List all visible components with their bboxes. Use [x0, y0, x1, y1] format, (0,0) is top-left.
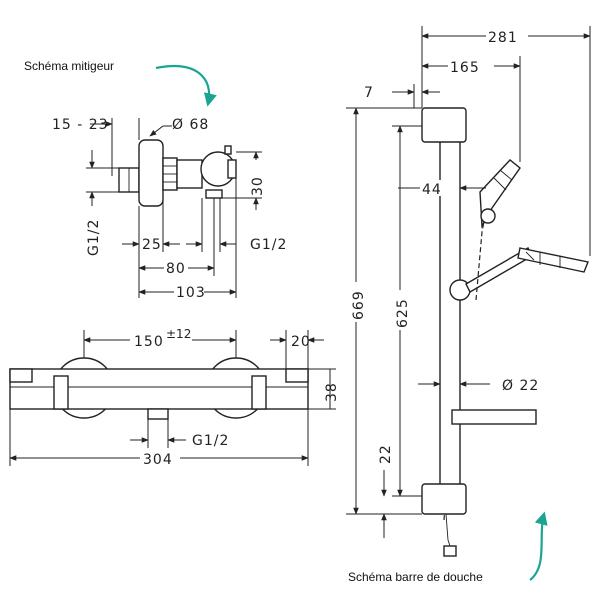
- front-right-cap: [285, 368, 309, 383]
- front-outlet: [147, 408, 169, 420]
- shower-top-bracket: [421, 107, 467, 143]
- side-outlet: [205, 189, 223, 199]
- side-body: [176, 159, 203, 189]
- dim-diam68: Ø 68: [172, 117, 209, 133]
- dim-22: 22: [378, 444, 394, 464]
- bar-caption-group: Schéma barre de douche: [348, 511, 548, 584]
- handshower-swivel: [480, 208, 496, 224]
- dim-g12-bottom: G1/2: [192, 433, 229, 449]
- dim-165: 165: [450, 60, 480, 76]
- dim-15-23: 15 - 23: [52, 117, 109, 133]
- dim-80: 80: [166, 261, 186, 277]
- dim-7: 7: [364, 85, 374, 101]
- mixer-side-view: 15 - 23 Ø 68 30 G1/2 25 G1/2: [52, 117, 287, 301]
- dim-150-tol: ±12: [166, 327, 191, 341]
- shower-bottom-bracket: [421, 483, 467, 515]
- dim-30: 30: [250, 176, 266, 196]
- side-top-stem: [224, 145, 232, 155]
- dim-g12-left: G1/2: [86, 219, 102, 256]
- soap-dish: [451, 409, 537, 425]
- bar-caption: Schéma barre de douche: [348, 570, 483, 584]
- front-left-cap: [9, 368, 33, 383]
- front-left-handle-ring: [53, 375, 69, 410]
- mixer-front-view: 150 ±12 20 38 G1/2 304: [9, 327, 340, 468]
- handshower-docked: [517, 247, 589, 273]
- dim-diam22: Ø 22: [502, 378, 539, 394]
- side-escutcheon: [138, 139, 164, 207]
- shower-hose-connector: [443, 545, 457, 557]
- dim-150: 150: [134, 334, 164, 350]
- dim-281: 281: [488, 30, 518, 46]
- dim-304: 304: [143, 452, 173, 468]
- dim-25: 25: [142, 237, 162, 253]
- shower-bar-view: 281 165 7 44 669 625 Ø 22: [346, 26, 591, 557]
- mixer-pointer-arrow: [155, 65, 217, 107]
- side-handle-cap: [227, 159, 237, 179]
- dim-g12-right: G1/2: [250, 237, 287, 253]
- bar-pointer-arrow: [529, 511, 548, 581]
- front-right-handle-ring: [251, 375, 267, 410]
- dim-103: 103: [176, 285, 206, 301]
- dim-669: 669: [351, 290, 367, 320]
- dim-44: 44: [422, 182, 442, 198]
- mixer-caption-group: Schéma mitigeur: [24, 59, 217, 107]
- mixer-caption: Schéma mitigeur: [24, 59, 114, 73]
- dim-625: 625: [395, 298, 411, 328]
- dim-38: 38: [324, 382, 340, 402]
- dim-20: 20: [291, 334, 311, 350]
